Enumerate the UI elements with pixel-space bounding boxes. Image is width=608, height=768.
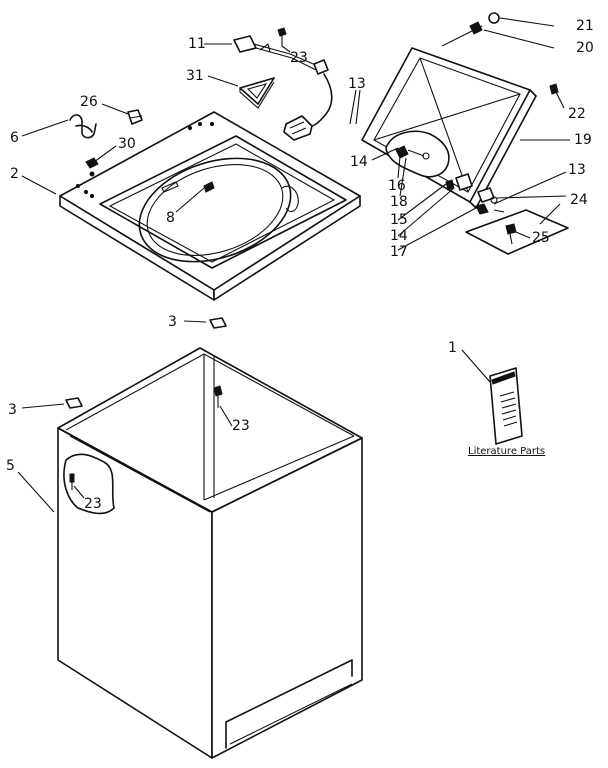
- callout-24: 24: [570, 192, 588, 208]
- part-23-screw-cabinet: [213, 385, 223, 408]
- callout-23-cutaway: 23: [84, 496, 102, 512]
- part-26-clip: [127, 109, 143, 125]
- part-3-pad-upper: [209, 317, 227, 329]
- part-20-21-pin: [441, 12, 500, 47]
- top-panel: [59, 111, 361, 301]
- part-22-screw: [549, 83, 559, 95]
- literature-label: Literature Parts: [468, 446, 545, 457]
- callout-3-lower: 3: [8, 402, 17, 418]
- callout-11: 11: [188, 36, 206, 52]
- callout-22: 22: [568, 106, 586, 122]
- part-23-screw-top: [277, 27, 287, 46]
- callout-14-lower: 14: [390, 228, 408, 244]
- lid: [361, 47, 537, 209]
- callout-19: 19: [574, 132, 592, 148]
- cabinet: [57, 347, 363, 759]
- callout-13-right: 13: [568, 162, 586, 178]
- callout-17: 17: [390, 244, 408, 260]
- callout-8: 8: [166, 210, 175, 226]
- callout-13-top: 13: [348, 76, 366, 92]
- callout-5: 5: [6, 458, 15, 474]
- part-3-pad-lower: [65, 397, 83, 409]
- callout-31: 31: [186, 68, 204, 84]
- callout-15: 15: [390, 212, 408, 228]
- part-31-guard: [239, 77, 275, 109]
- part-11-switch: [233, 35, 333, 141]
- callout-25: 25: [532, 230, 550, 246]
- callout-3-upper: 3: [168, 314, 177, 330]
- callout-14-upper: 14: [350, 154, 368, 170]
- callout-16: 16: [388, 178, 406, 194]
- callout-23-cabinet: 23: [232, 418, 250, 434]
- part-8-screw: [203, 181, 215, 193]
- part-30-nut: [85, 157, 99, 177]
- callouts: 1 2 3 3 5 6 8 11 13 13 14 14 15 16 17 18…: [6, 18, 594, 512]
- callout-23-top: 23: [290, 50, 308, 66]
- hinge-parts: [445, 173, 505, 215]
- callout-2: 2: [10, 166, 19, 182]
- part-6-clamp: [69, 114, 97, 139]
- leader-lines: [17, 17, 570, 513]
- callout-21: 21: [576, 18, 594, 34]
- callout-20: 20: [576, 40, 594, 56]
- literature-booklet: [489, 367, 523, 445]
- callout-6: 6: [10, 130, 19, 146]
- callout-18: 18: [390, 194, 408, 210]
- callout-30: 30: [118, 136, 136, 152]
- cabinet-cutaway: [63, 453, 115, 515]
- callout-26: 26: [80, 94, 98, 110]
- callout-1: 1: [448, 340, 457, 356]
